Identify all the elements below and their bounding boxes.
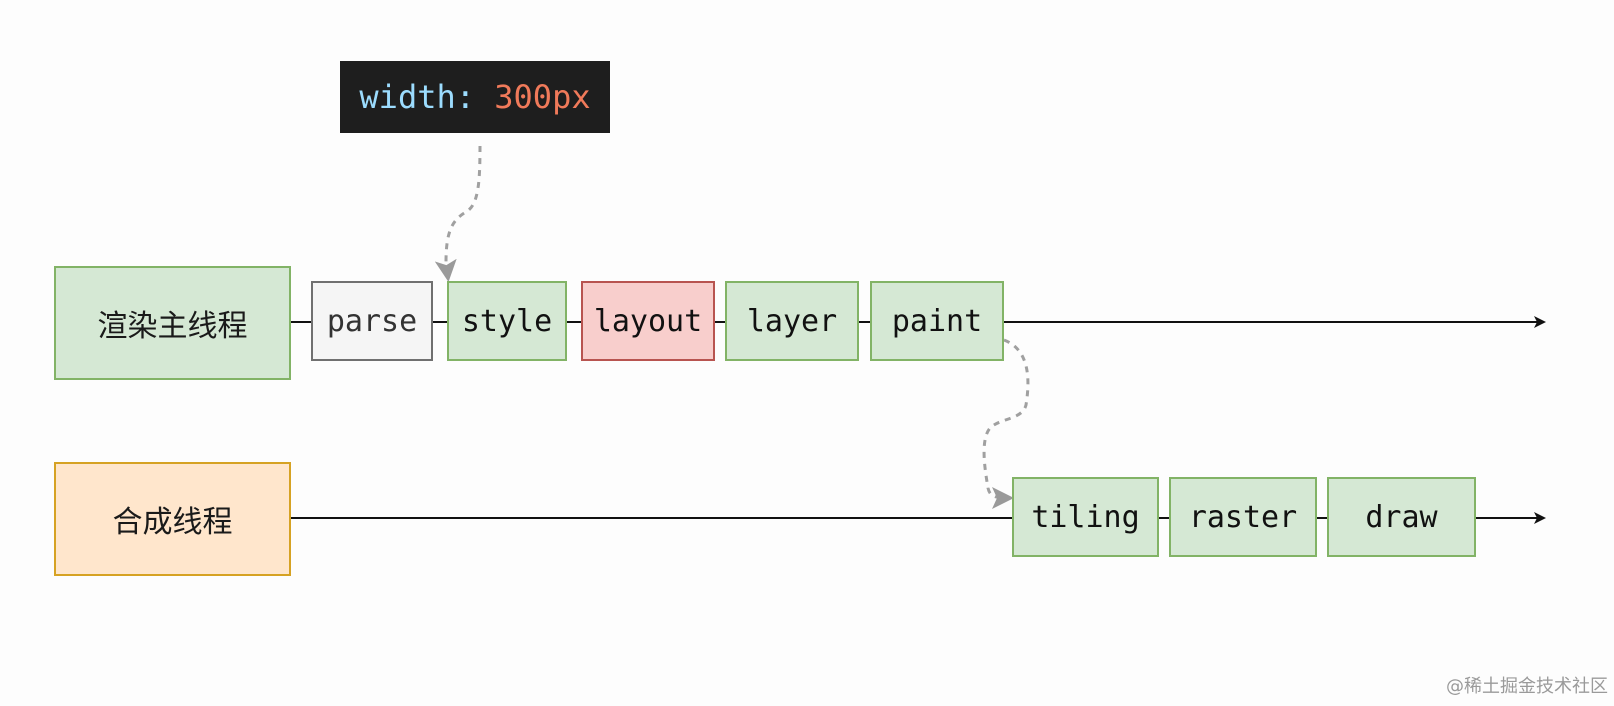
watermark: @稀土掘金技术社区 [1446, 676, 1608, 697]
css-property: width [359, 78, 456, 116]
step-parse: parse [311, 281, 433, 361]
step-parse-label: parse [326, 303, 418, 339]
step-style: style [447, 281, 567, 361]
css-change-dashed-arrow [434, 145, 482, 282]
step-style-label: style [461, 303, 553, 339]
step-paint: paint [870, 281, 1004, 361]
paint-to-tiling-dashed-arrow [982, 338, 1030, 509]
step-raster: raster [1169, 477, 1317, 557]
compositor-thread-label: 合成线程 [112, 505, 233, 540]
css-separator: : [455, 78, 495, 116]
step-draw: draw [1327, 477, 1476, 557]
step-raster-label: raster [1188, 499, 1298, 535]
step-tiling-label: tiling [1031, 499, 1140, 535]
step-tiling: tiling [1012, 477, 1159, 557]
compositor-thread-box: 合成线程 [54, 462, 291, 576]
css-code-snippet: width: 300px [340, 61, 610, 133]
step-layout-label: layout [593, 303, 703, 339]
step-layer: layer [725, 281, 859, 361]
step-paint-label: paint [891, 303, 983, 339]
step-layer-label: layer [746, 303, 838, 339]
main-thread-box: 渲染主线程 [54, 266, 291, 380]
step-layout: layout [581, 281, 715, 361]
main-thread-label: 渲染主线程 [97, 309, 248, 344]
css-value: 300px [494, 78, 591, 116]
step-draw-label: draw [1365, 499, 1438, 535]
